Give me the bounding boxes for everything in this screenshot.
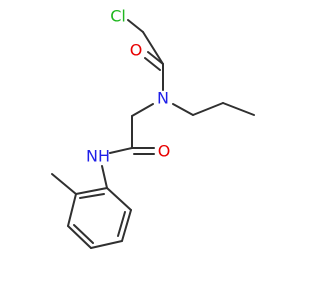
- atom-o-mid-label: O: [158, 142, 171, 161]
- ring-bond-2: [67, 193, 77, 227]
- bond-propyl-3: [222, 102, 255, 116]
- bond-n-propyl-1: [172, 103, 194, 116]
- bond-carbonyl-o-top-2: [144, 57, 161, 71]
- ring-bond-3: [67, 225, 92, 249]
- bond-n-ch2: [131, 103, 154, 117]
- atom-cl-label: Cl: [110, 7, 126, 26]
- molecule-canvas: Cl O N O NH: [51, 7, 255, 249]
- ring-bond-4: [90, 240, 123, 249]
- ring-double-3: [117, 211, 126, 237]
- bond-nh-ring: [101, 165, 108, 189]
- ring-double-1: [79, 193, 105, 199]
- ring-bond-1: [75, 187, 108, 195]
- structure-drawing: Cl O N O NH: [51, 7, 255, 249]
- bond-carbonyl-o-top-1: [147, 51, 164, 65]
- bond-cl-ch2: [127, 19, 144, 33]
- bond-propyl-2: [192, 102, 224, 116]
- atom-nh-label: NH: [86, 147, 110, 166]
- atom-o-top-label: O: [130, 41, 143, 60]
- bond-ring-methyl: [51, 173, 77, 195]
- ring-double-2: [73, 224, 94, 244]
- ring-bond-6: [106, 187, 132, 211]
- bond-amide-c-nh: [109, 147, 133, 154]
- atom-n-amide-label: N: [157, 89, 169, 108]
- bond-ch2-carbonyl: [142, 31, 164, 65]
- ring-bond-5: [121, 209, 132, 242]
